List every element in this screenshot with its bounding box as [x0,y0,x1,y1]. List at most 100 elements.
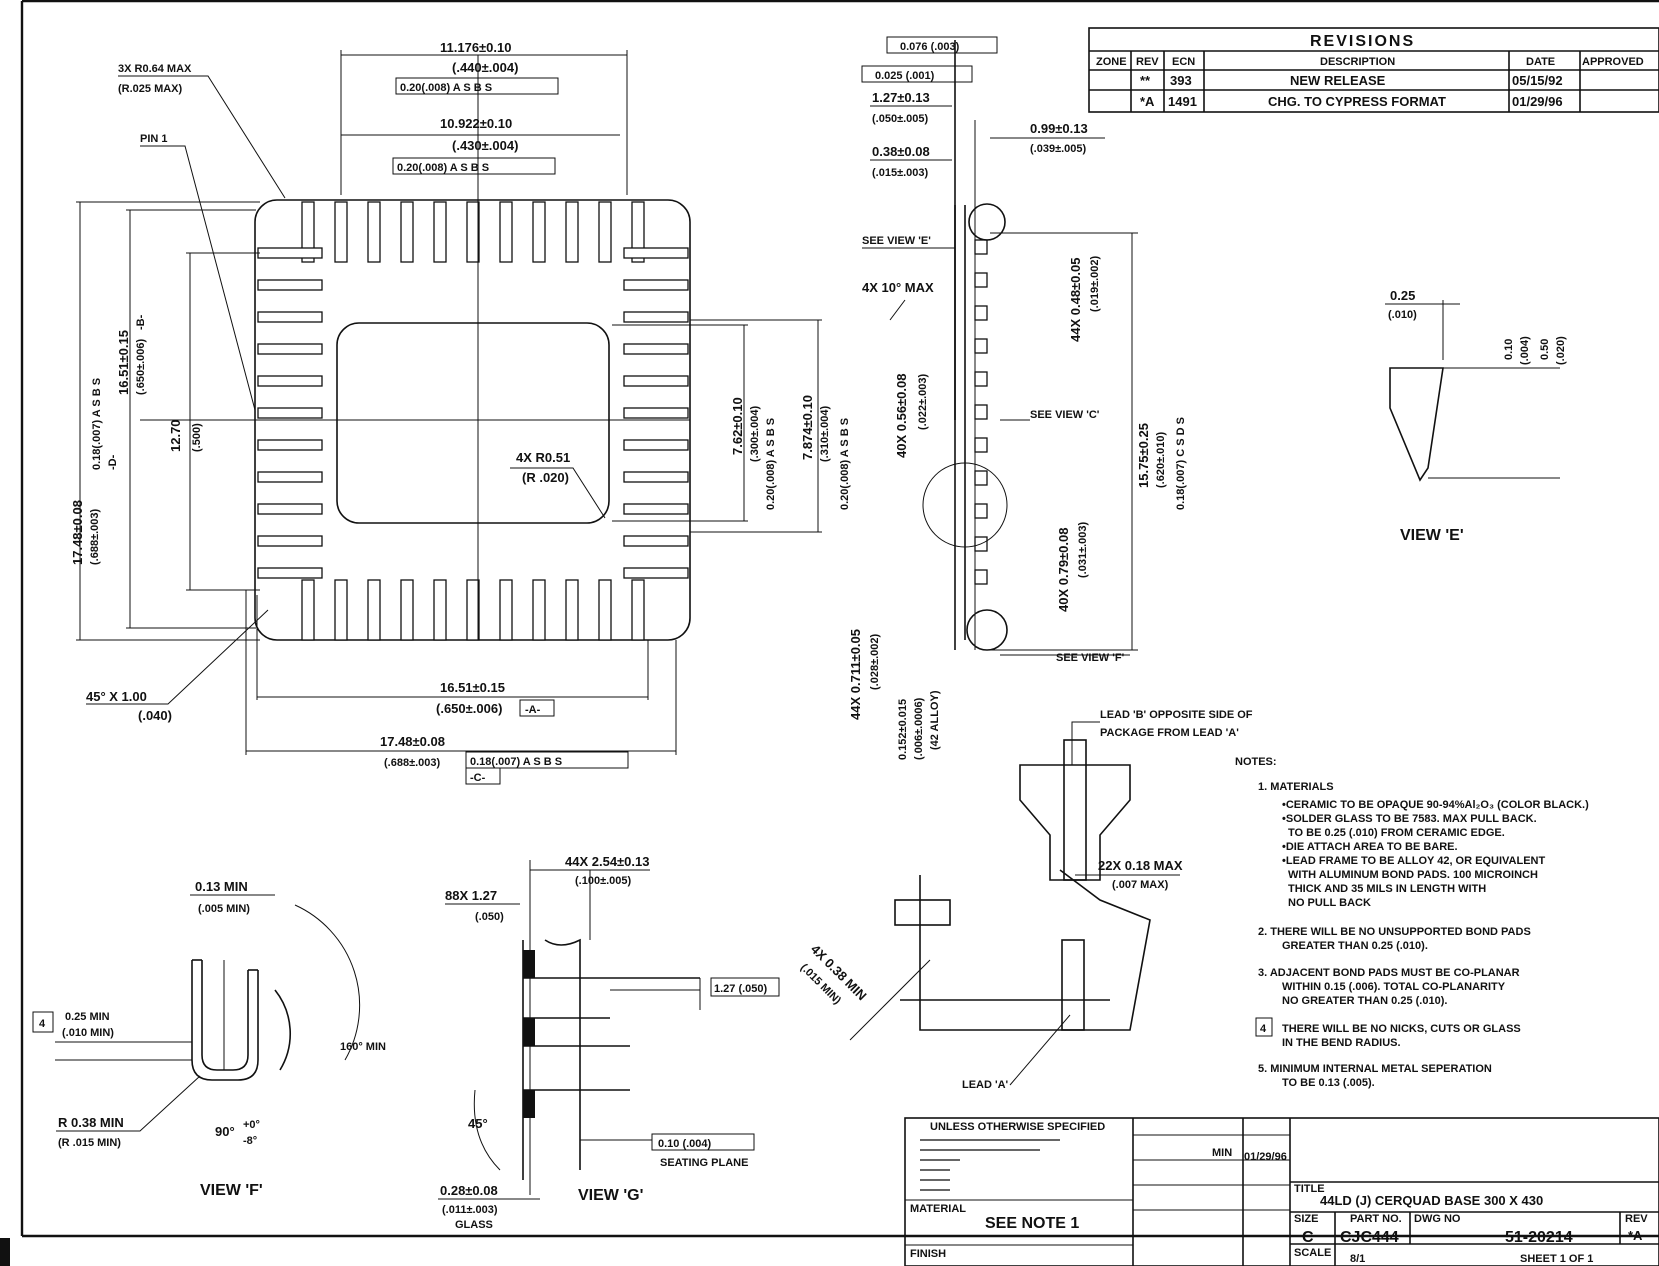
datum-d: -D- [107,454,119,470]
view-e-label: VIEW 'E' [1400,527,1464,544]
d22: 22X 0.18 MAX [1098,858,1183,873]
lead [400,201,414,263]
lead [565,579,579,641]
note-1: 1. MATERIALS [1258,781,1334,793]
dim-1575-in: (.620±.010) [1155,431,1167,488]
view-e-d3-in: (.020) [1555,336,1567,365]
revisions-table: REVISIONS ZONE REV ECN DESCRIPTION DATE … [1088,27,1659,113]
lead [257,567,323,579]
inner-radius: 4X R0.51 [516,450,570,465]
tol-top-1: 0.20(.008) A S B S [400,82,492,94]
rev-row-1-ecn: 393 [1170,73,1192,88]
tb-title-label: TITLE [1294,1183,1325,1195]
view-e-d2-in: (.004) [1519,336,1531,365]
dim-40a: 40X 0.56±0.08 [894,374,909,458]
view-f-d2-in: (.010 MIN) [62,1027,114,1039]
right-dim-1: 7.62±0.10 [730,397,745,455]
tb-finish: FINISH [910,1248,946,1260]
lead [532,201,546,263]
tb-sheet: SHEET 1 OF 1 [1520,1253,1593,1265]
view-g-d44-in: (.100±.005) [575,875,632,887]
lead [631,201,645,263]
dim-top-1-in: (.440±.004) [452,60,518,75]
side-lead [974,338,988,354]
tb-part-label: PART NO. [1350,1213,1402,1225]
view-f-radius: R 0.38 MIN [58,1115,124,1130]
note-4b: IN THE BEND RADIUS. [1282,1037,1401,1049]
view-f-90-minus: -8° [243,1135,257,1147]
lead [623,375,689,387]
lead [565,201,579,263]
side-dim-1-in: (.050±.005) [872,113,929,125]
view-e: 0.25 (.010) 0.10 (.004) 0.50 (.020) VIEW… [1385,288,1567,544]
title-block: UNLESS OTHERWISE SPECIFIED MATERIAL SEE … [904,1117,1659,1266]
note-3c: NO GREATER THAN 0.25 (.010). [1282,995,1447,1007]
side-lead [974,404,988,420]
lead [631,579,645,641]
note-1a: •CERAMIC TO BE OPAQUE 90-94%Al₂O₃ (COLOR… [1282,799,1589,811]
rev-row-1-rev: ** [1140,73,1151,88]
side-dim-3: 0.99±0.13 [1030,121,1088,136]
side-lead [974,470,988,486]
lead [433,201,447,263]
view-g-d88-in: (.050) [475,911,504,923]
inner-radius-in: (R .020) [522,470,569,485]
lead [623,503,689,515]
chamfer-in: (.040) [138,708,172,723]
rev-header-description: DESCRIPTION [1320,56,1395,68]
tb-small-print [920,1139,1060,1191]
view-e-d2: 0.10 [1503,339,1515,360]
side-dim-1: 1.27±0.13 [872,90,930,105]
view-g-flat: 0.10 (.004) [658,1138,712,1150]
dim-40b: 40X 0.79±0.08 [1056,528,1071,612]
side-lead [974,503,988,519]
side-dim-2: 0.38±0.08 [872,144,930,159]
lead [598,579,612,641]
side-view-leads [974,239,988,585]
view-g-d127: 1.27 (.050) [714,983,768,995]
note-1c: TO BE 0.25 (.010) FROM CERAMIC EDGE. [1288,827,1505,839]
dim-top-2-in: (.430±.004) [452,138,518,153]
view-g-glass-in: (.011±.003) [442,1204,498,1216]
rev-row-2-desc: CHG. TO CYPRESS FORMAT [1268,94,1446,109]
tb-rev-label: REV [1625,1213,1648,1225]
lead [466,201,480,263]
rev-row-2-rev: *A [1140,94,1155,109]
tb-scale: 8/1 [1350,1253,1365,1265]
lead-detail-view: LEAD 'B' OPPOSITE SIDE OF PACKAGE FROM L… [798,709,1253,1091]
dim-40a-in: (.022±.003) [917,373,929,430]
right-dim-1-tol: 0.20(.008) A S B S [765,418,777,510]
note-1h: NO PULL BACK [1288,897,1371,909]
lead [257,439,323,451]
note-5a: 5. MINIMUM INTERNAL METAL SEPERATION [1258,1063,1492,1075]
view-f-radius-in: (R .015 MIN) [58,1137,121,1149]
die-cavity [336,322,610,524]
corner-radius-in: (R.025 MAX) [118,83,183,95]
view-g-d88: 88X 1.27 [445,888,497,903]
revisions-title: REVISIONS [1310,33,1415,50]
tb-scale-label: SCALE [1294,1247,1331,1259]
note-1f: WITH ALUMINUM BOND PADS. 100 MICROINCH [1288,869,1538,881]
lead [623,407,689,419]
view-g-glass-label: GLASS [455,1219,493,1231]
notes: NOTES: 1. MATERIALS •CERAMIC TO BE OPAQU… [1235,756,1589,1089]
lead [623,343,689,355]
lead [257,503,323,515]
view-f-angle: 160° MIN [340,1041,386,1053]
right-dim-2-in: (.310±.004) [819,405,831,462]
view-f-label: VIEW 'F' [200,1182,263,1199]
dim-44: 44X 0.711±0.05 [848,629,863,720]
tb-title: 44LD (J) CERQUAD BASE 300 X 430 [1320,1193,1543,1208]
rev-row-1-desc: NEW RELEASE [1290,73,1386,88]
view-g: 44X 2.54±0.13 (.100±.005) 88X 1.27 (.050… [438,854,780,1231]
side-flatness-2: 0.025 (.001) [875,70,935,82]
note-3a: 3. ADJACENT BOND PADS MUST BE CO-PLANAR [1258,967,1520,979]
lead [623,471,689,483]
tb-dwg: 51-20214 [1505,1229,1573,1246]
left-dim-3: 12.70 [168,419,183,452]
lead [433,579,447,641]
left-dim-1-in: (.688±.003) [89,508,101,565]
left-tol: 0.18(.007) A S B S [91,378,103,470]
